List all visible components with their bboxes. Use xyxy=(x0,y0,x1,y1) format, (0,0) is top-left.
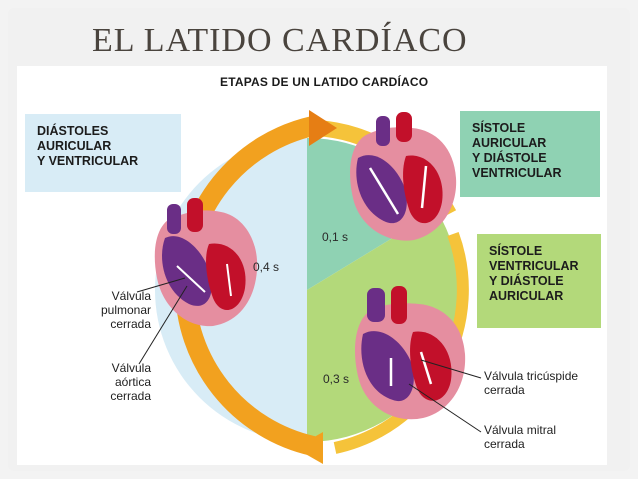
heartbeat-figure: ETAPAS DE UN LATIDO CARDÍACO DIÁSTOLES A… xyxy=(17,66,607,465)
callout-mitral-valve: Válvula mitral cerrada xyxy=(484,423,557,451)
heart-top-right xyxy=(350,112,457,241)
duration-ventricular-systole: 0,3 s xyxy=(323,372,350,386)
arrowhead-bottom xyxy=(295,432,323,464)
figure-heading: ETAPAS DE UN LATIDO CARDÍACO xyxy=(220,75,429,89)
arrowhead-top xyxy=(309,110,337,146)
leader-mitral xyxy=(408,383,482,433)
leader-aortic xyxy=(138,285,188,365)
phase-label-ventricular-systole: SÍSTOLE VENTRICULAR Y DIÁSTOLE AURICULAR xyxy=(477,234,601,328)
leader-pulmonary xyxy=(136,277,186,293)
phase-label-diastole: DIÁSTOLES AURICULAR Y VENTRICULAR xyxy=(25,114,181,192)
duration-diastole: 0,4 s xyxy=(253,260,280,274)
duration-atrial-systole: 0,1 s xyxy=(322,230,349,244)
callout-pulmonary-valve: Válvula pulmonar cerrada xyxy=(100,289,151,331)
cycle-diagram xyxy=(136,110,482,464)
phase-label-atrial-systole: SÍSTOLE AURICULAR Y DIÁSTOLE VENTRICULAR xyxy=(460,111,600,197)
heart-bottom-right xyxy=(355,286,466,420)
callout-aortic-valve: Válvula aórtica cerrada xyxy=(110,361,151,403)
leader-tricuspid xyxy=(420,359,482,379)
slide-title: EL LATIDO CARDÍACO xyxy=(92,22,468,59)
callout-tricuspid-valve: Válvula tricúspide cerrada xyxy=(484,369,579,397)
